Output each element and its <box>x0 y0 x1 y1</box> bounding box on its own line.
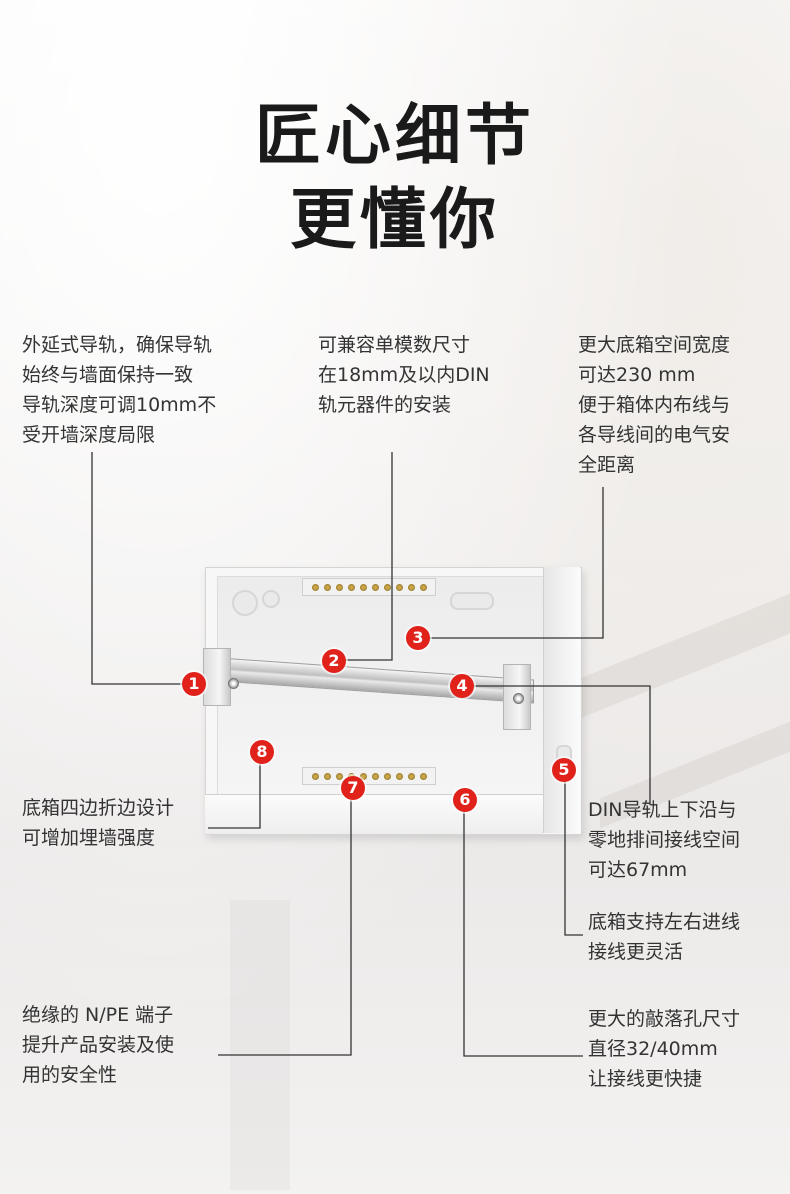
leader-line-8 <box>208 762 261 829</box>
note-line: 轨元器件的安装 <box>318 394 452 416</box>
note-3-box-width: 更大底箱空间宽度 可达230 mm 便于箱体内布线与 各导线间的电气安 全距离 <box>578 330 730 480</box>
badge-8: 8 <box>250 740 274 764</box>
note-line: DIN导轨上下沿与 <box>588 799 737 821</box>
box-side-panel <box>543 567 580 833</box>
note-line: 各导线间的电气安 <box>578 424 731 446</box>
screw <box>228 678 239 689</box>
note-line: 受开墙深度局限 <box>22 424 156 446</box>
rail-bracket-left <box>203 648 231 706</box>
note-7-insulated-terminal: 绝缘的 N/PE 端子 提升产品安装及使 用的安全性 <box>22 1000 174 1090</box>
leader-line-3 <box>428 487 604 639</box>
note-8-folded-edge: 底箱四边折边设计 可增加埋墙强度 <box>22 793 174 853</box>
box-bottom-edge <box>205 794 543 834</box>
screw <box>513 693 524 704</box>
note-line: 绝缘的 N/PE 端子 <box>22 1004 174 1026</box>
badge-6: 6 <box>453 788 477 812</box>
knockout-hole <box>450 592 494 610</box>
note-line: 导轨深度可调10mm不 <box>22 394 217 416</box>
note-line: 接线更灵活 <box>588 941 684 963</box>
leader-line-6 <box>463 810 583 1057</box>
note-2-module-compat: 可兼容单模数尺寸 在18mm及以内DIN 轨元器件的安装 <box>318 330 490 420</box>
page-title-line1: 匠心细节 <box>255 97 535 174</box>
knockout-hole <box>262 590 280 608</box>
note-line: 可增加埋墙强度 <box>22 827 156 849</box>
note-line: 始终与墙面保持一致 <box>22 364 194 386</box>
leader-line-7 <box>218 800 352 1056</box>
leader-line-5 <box>564 782 583 936</box>
note-line: 更大的敲落孔尺寸 <box>588 1008 741 1030</box>
note-line: 底箱四边折边设计 <box>22 797 175 819</box>
note-line: 便于箱体内布线与 <box>578 394 731 416</box>
note-line: 可兼容单模数尺寸 <box>318 334 471 356</box>
note-1-rail-extension: 外延式导轨，确保导轨 始终与墙面保持一致 导轨深度可调10mm不 受开墙深度局限 <box>22 330 216 450</box>
note-line: 零地排间接线空间 <box>588 829 741 851</box>
note-line: 在18mm及以内DIN <box>318 364 490 386</box>
note-line: 可达67mm <box>588 859 688 881</box>
page-title-line2: 更懂你 <box>290 181 500 258</box>
note-line: 底箱支持左右进线 <box>588 911 741 933</box>
neutral-terminal-bar-bottom <box>302 767 436 785</box>
badge-7: 7 <box>341 776 365 800</box>
badge-4: 4 <box>450 674 474 698</box>
note-line: 让接线更快捷 <box>588 1068 703 1090</box>
leader-line-4 <box>474 685 651 805</box>
badge-1: 1 <box>182 672 206 696</box>
badge-2: 2 <box>322 649 346 673</box>
note-line: 用的安全性 <box>22 1064 118 1086</box>
note-line: 直径32/40mm <box>588 1038 718 1060</box>
badge-3: 3 <box>406 626 430 650</box>
leader-line-1 <box>91 452 186 685</box>
note-5-side-entry: 底箱支持左右进线 接线更灵活 <box>588 907 740 967</box>
note-line: 外延式导轨，确保导轨 <box>22 334 213 356</box>
note-line: 可达230 mm <box>578 364 696 386</box>
ground-terminal-bar-top <box>302 578 436 596</box>
badge-5: 5 <box>552 758 576 782</box>
note-line: 更大底箱空间宽度 <box>578 334 731 356</box>
note-4-wiring-space: DIN导轨上下沿与 零地排间接线空间 可达67mm <box>588 795 740 885</box>
knockout-hole <box>232 590 258 616</box>
note-line: 全距离 <box>578 454 636 476</box>
leader-line-2 <box>340 452 393 661</box>
note-line: 提升产品安装及使 <box>22 1034 175 1056</box>
background-stair-shadow <box>230 900 290 1190</box>
note-6-knockout-size: 更大的敲落孔尺寸 直径32/40mm 让接线更快捷 <box>588 1004 740 1094</box>
